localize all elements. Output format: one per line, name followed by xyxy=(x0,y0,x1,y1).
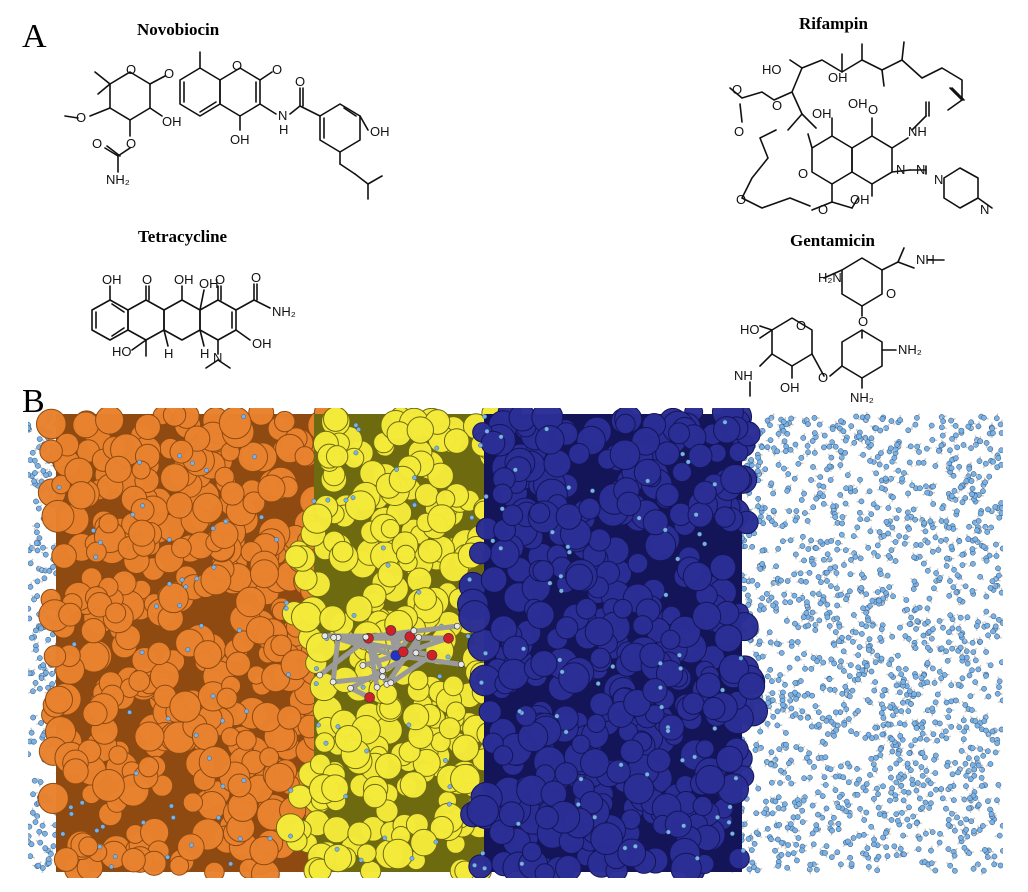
tet-o-b: O xyxy=(142,272,152,287)
novo-o-amide2: O xyxy=(92,136,102,151)
tet-n: N xyxy=(213,350,222,365)
orange-lipid-layer xyxy=(35,408,342,878)
gen-o1: O xyxy=(886,286,896,301)
rif-ho: HO xyxy=(762,62,782,77)
novobiocin-title: Novobiocin xyxy=(137,20,220,39)
novo-o-glyc: O xyxy=(164,66,174,81)
rif-o6: O xyxy=(798,166,808,181)
antibiotic-molecule xyxy=(316,622,465,703)
rif-oh2: OH xyxy=(848,96,868,111)
gen-oh: OH xyxy=(780,380,800,395)
tet-h1: H xyxy=(164,346,173,361)
tet-nh2: NH₂ xyxy=(272,304,296,319)
novo-nh: N xyxy=(278,108,287,123)
rif-n2: N xyxy=(916,162,925,177)
rif-n1: N xyxy=(896,162,905,177)
novo-oh1: OH xyxy=(162,114,182,129)
gen-nh: NH xyxy=(916,252,935,267)
gen-o4: O xyxy=(818,370,828,385)
gentamicin-title: Gentamicin xyxy=(790,231,875,250)
gentamicin-structure: H₂N NH O O HO O NH₂ NH O OH NH₂ xyxy=(734,247,945,405)
gen-ho: HO xyxy=(740,322,760,337)
novo-o-amide: O xyxy=(295,74,305,89)
tet-oh-a: OH xyxy=(102,272,122,287)
rif-o5: O xyxy=(736,192,746,207)
novobiocin-structure: O O O O O OH O O O NH₂ OH N H OH xyxy=(64,51,390,200)
gen-nh2a: NH₂ xyxy=(898,342,922,357)
gen-nh2b: NH₂ xyxy=(850,390,874,405)
blue-lipid-layer xyxy=(56,408,769,878)
rif-oh3: OH xyxy=(812,106,832,121)
gen-o3: O xyxy=(796,318,806,333)
novo-o-ring: O xyxy=(126,62,136,77)
tet-oh-d: OH xyxy=(199,276,219,291)
rif-n4: N xyxy=(980,202,989,217)
novo-nh2: NH₂ xyxy=(106,172,130,187)
tet-ho: HO xyxy=(112,344,132,359)
panel-label-b: B xyxy=(22,383,45,420)
rif-o7: O xyxy=(818,202,828,217)
tet-oh-g: OH xyxy=(252,336,272,351)
novo-o-keto: O xyxy=(272,62,282,77)
tet-oh-c: OH xyxy=(174,272,194,287)
rif-n3: N xyxy=(934,172,943,187)
tetracycline-structure: OH O OH OH O O NH₂ OH HO H H N xyxy=(91,270,296,369)
rifampin-title: Rifampin xyxy=(799,14,868,33)
rif-o1: O xyxy=(732,82,742,97)
membrane-simulation-render xyxy=(28,408,1003,878)
rif-o2: O xyxy=(772,98,782,113)
rif-nh: NH xyxy=(908,124,927,139)
gen-o2: O xyxy=(858,314,868,329)
rif-o4: O xyxy=(868,102,878,117)
tetracycline-title: Tetracycline xyxy=(138,227,228,246)
panel-label-a: A xyxy=(22,18,47,55)
gen-h2n: H₂N xyxy=(818,270,842,285)
tet-h2: H xyxy=(200,346,209,361)
tet-o-e: O xyxy=(215,272,225,287)
rif-oh1: OH xyxy=(828,70,848,85)
tet-o-f: O xyxy=(251,270,261,285)
rif-o3: O xyxy=(734,124,744,139)
novo-ome: O xyxy=(76,110,86,125)
novo-h: H xyxy=(279,122,288,137)
novo-o-lac: O xyxy=(232,58,242,73)
rif-oh4: OH xyxy=(850,192,870,207)
gen-nh-b: NH xyxy=(734,368,753,383)
novo-o-carb: O xyxy=(126,136,136,151)
rifampin-structure: HO OH OH O O O O OH NH OH O O O N N N N xyxy=(729,41,993,217)
novo-oh2: OH xyxy=(230,132,250,147)
novo-oh3: OH xyxy=(370,124,390,139)
